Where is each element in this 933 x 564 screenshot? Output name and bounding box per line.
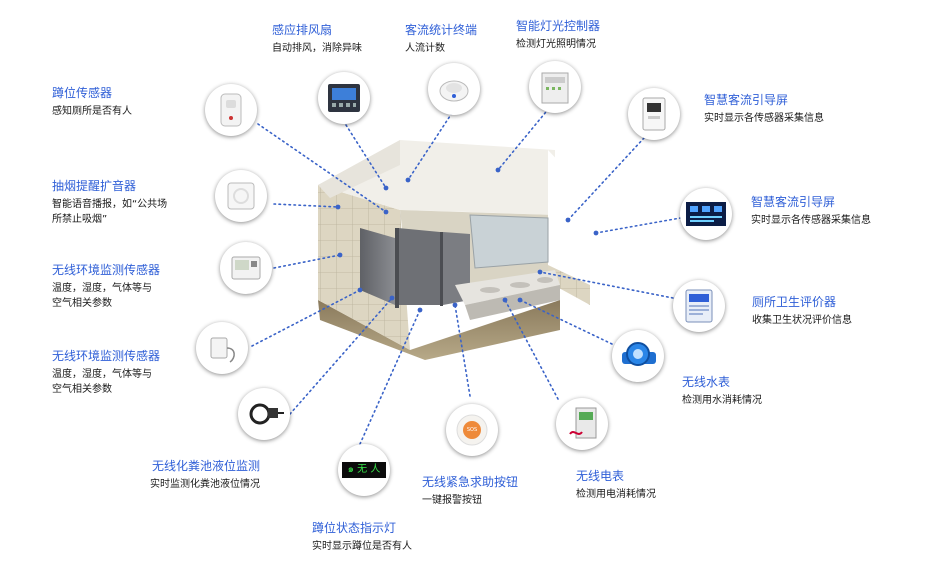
- title-light-controller: 智能灯光控制器: [516, 19, 601, 33]
- desc-sos-button: 一键报警按钮: [422, 495, 482, 506]
- label-septic-level: 无线化粪池液位监测 实时监测化粪池液位情况: [150, 458, 260, 492]
- light-control-module-icon: [529, 61, 581, 113]
- pir-motion-sensor-icon: [205, 84, 257, 136]
- desc-people-counter: 人流计数: [405, 43, 445, 54]
- speaker-icon: [215, 170, 267, 222]
- desc-evaluator: 收集卫生状况评价信息: [752, 315, 852, 326]
- label-sos-button: 无线紧急求助按钮 一键报警按钮: [422, 474, 518, 508]
- title-evaluator: 厕所卫生评价器: [752, 295, 837, 309]
- desc-env-sensor-1-line2: 空气相关参数: [52, 298, 112, 309]
- title-people-counter: 客流统计终端: [405, 23, 478, 37]
- desc-exhaust-fan: 自动排风，消除异味: [272, 43, 362, 54]
- desc-electric-meter: 检测用电消耗情况: [576, 489, 656, 500]
- water-meter-icon: [612, 330, 664, 382]
- label-exhaust-fan: 感应排风扇 自动排风，消除异味: [272, 22, 362, 56]
- indicator-display-text: ๑ 无 人: [347, 464, 381, 475]
- desc-squat-sensor: 感知厕所是否有人: [52, 106, 132, 117]
- sos-button-text: SOS: [466, 427, 478, 433]
- title-guide-screen-2: 智慧客流引导屏: [751, 195, 836, 209]
- label-env-sensor-2: 无线环境监测传感器 温度，湿度，气体等与 空气相关参数: [52, 348, 160, 397]
- title-exhaust-fan: 感应排风扇: [272, 23, 333, 37]
- gas-sensor-icon: [196, 322, 248, 374]
- sos-button-icon: SOS: [446, 404, 498, 456]
- thermo-hygrometer-icon: [220, 242, 272, 294]
- wall-panel-icon: [628, 88, 680, 140]
- label-water-meter: 无线水表 检测用水消耗情况: [682, 374, 762, 408]
- title-guide-screen-1: 智慧客流引导屏: [704, 93, 789, 107]
- label-guide-screen-2: 智慧客流引导屏 实时显示各传感器采集信息: [751, 194, 871, 228]
- title-env-sensor-2: 无线环境监测传感器: [52, 349, 161, 363]
- title-env-sensor-1: 无线环境监测传感器: [52, 263, 161, 277]
- title-electric-meter: 无线电表: [576, 469, 625, 483]
- label-electric-meter: 无线电表 检测用电消耗情况: [576, 468, 656, 502]
- desc-light-controller: 检测灯光照明情况: [516, 39, 596, 50]
- title-sos-button: 无线紧急求助按钮: [422, 475, 519, 489]
- desc-guide-screen-1: 实时显示各传感器采集信息: [704, 113, 824, 124]
- desc-guide-screen-2: 实时显示各传感器采集信息: [751, 215, 871, 226]
- title-septic-level: 无线化粪池液位监测: [151, 459, 260, 473]
- label-env-sensor-1: 无线环境监测传感器 温度，湿度，气体等与 空气相关参数: [52, 262, 160, 311]
- desc-septic-level: 实时监测化粪池液位情况: [150, 479, 260, 490]
- desc-stall-indicator: 实时显示蹲位是否有人: [312, 541, 412, 552]
- label-evaluator: 厕所卫生评价器 收集卫生状况评价信息: [752, 294, 852, 328]
- desc-water-meter: 检测用水消耗情况: [682, 395, 762, 406]
- title-squat-sensor: 蹲位传感器: [52, 86, 113, 100]
- title-smoke-speaker: 抽烟提醒扩音器: [52, 179, 137, 193]
- fan-controller-icon: [318, 72, 370, 124]
- led-display-icon: [680, 188, 732, 240]
- desc-env-sensor-2-line1: 温度，湿度，气体等与: [52, 369, 152, 380]
- desc-smoke-speaker-line1: 智能语音播报，如“公共场: [52, 199, 168, 210]
- led-indicator-icon: ๑ 无 人: [338, 444, 390, 496]
- label-people-counter: 客流统计终端 人流计数: [405, 22, 477, 56]
- title-stall-indicator: 蹲位状态指示灯: [312, 521, 397, 535]
- electric-meter-icon: [556, 398, 608, 450]
- level-probe-icon: [238, 388, 290, 440]
- label-guide-screen-1: 智慧客流引导屏 实时显示各传感器采集信息: [704, 92, 824, 126]
- desc-env-sensor-1-line1: 温度，湿度，气体等与: [52, 283, 152, 294]
- label-stall-indicator: 蹲位状态指示灯 实时显示蹲位是否有人: [312, 520, 412, 554]
- label-squat-sensor: 蹲位传感器 感知厕所是否有人: [52, 85, 132, 119]
- label-light-controller: 智能灯光控制器 检测灯光照明情况: [516, 18, 600, 52]
- people-counter-icon: [428, 63, 480, 115]
- desc-env-sensor-2-line2: 空气相关参数: [52, 384, 112, 395]
- title-water-meter: 无线水表: [682, 375, 731, 389]
- desc-smoke-speaker-line2: 所禁止吸烟”: [52, 214, 108, 225]
- rating-tablet-icon: [673, 280, 725, 332]
- label-smoke-speaker: 抽烟提醒扩音器 智能语音播报，如“公共场 所禁止吸烟”: [52, 178, 167, 227]
